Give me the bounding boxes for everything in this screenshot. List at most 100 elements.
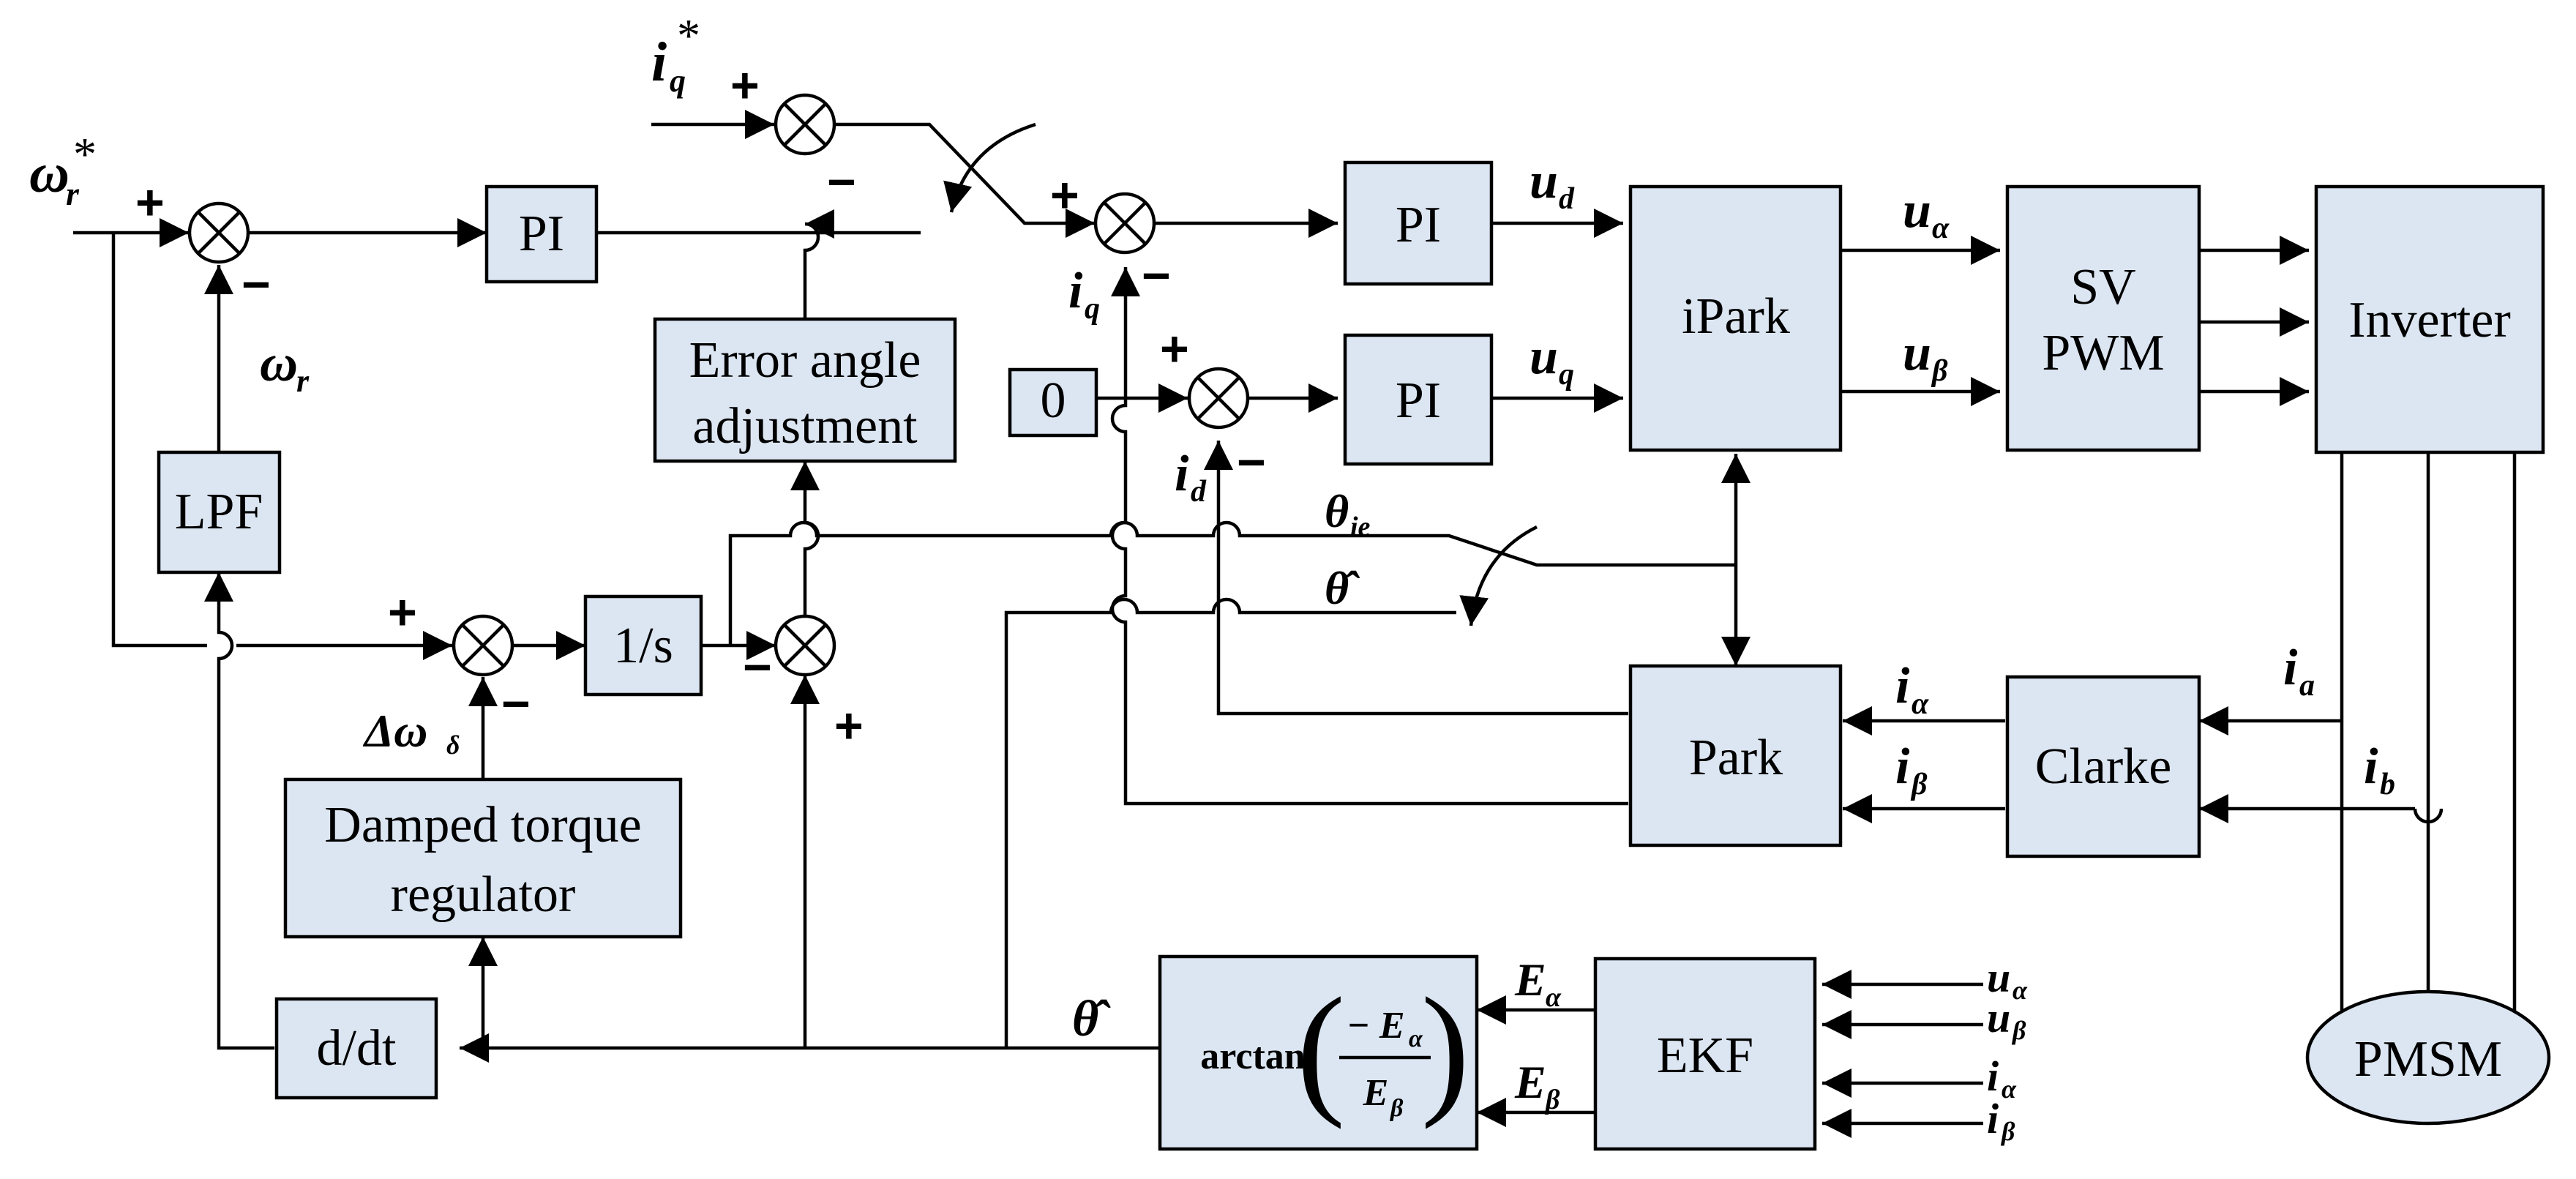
svg-text:α: α bbox=[1932, 212, 1950, 245]
svg-text:PI: PI bbox=[1396, 373, 1441, 429]
svg-text:+: + bbox=[730, 58, 760, 113]
svg-text:β: β bbox=[2000, 1117, 2015, 1146]
svg-text:b: b bbox=[2380, 768, 2395, 801]
svg-text:ie: ie bbox=[1350, 512, 1371, 542]
pi-speed-block: PI bbox=[484, 184, 599, 284]
q-current-sum-junction bbox=[1189, 369, 1248, 427]
svg-text:ω: ω bbox=[260, 334, 298, 392]
svg-text:u: u bbox=[1903, 325, 1931, 381]
label-ibeta: i β bbox=[1895, 738, 1928, 801]
label-iq: i q bbox=[1068, 263, 1100, 326]
svg-text:E: E bbox=[1514, 954, 1546, 1006]
d-current-sum-junction bbox=[1096, 194, 1154, 252]
svg-text:i: i bbox=[1895, 658, 1910, 714]
svg-text:i: i bbox=[1175, 446, 1189, 502]
ipark-block: iPark bbox=[1628, 184, 1843, 452]
svg-text:+: + bbox=[135, 175, 165, 231]
svg-text:a: a bbox=[2299, 669, 2315, 703]
pi-q-block: PI bbox=[1343, 333, 1494, 466]
svg-text:d: d bbox=[1191, 475, 1207, 509]
svg-text:i: i bbox=[1987, 1095, 1999, 1142]
label-ud: u d bbox=[1530, 153, 1575, 216]
signal-wires bbox=[73, 110, 2517, 1138]
svg-text:PWM: PWM bbox=[2042, 325, 2164, 381]
svg-text:u: u bbox=[1903, 182, 1931, 239]
svg-text:Clarke: Clarke bbox=[2035, 738, 2172, 795]
label-ekf-in-ubeta: u β bbox=[1987, 994, 2026, 1045]
label-uq: u q bbox=[1530, 329, 1574, 392]
svg-text:Error angle: Error angle bbox=[689, 332, 921, 389]
label-iq-ref: i q * bbox=[651, 10, 700, 99]
svg-text:LPF: LPF bbox=[175, 484, 263, 540]
svg-text:+: + bbox=[1160, 321, 1189, 377]
svg-text:+: + bbox=[388, 585, 417, 640]
label-ualpha: u α bbox=[1903, 182, 1950, 245]
svg-text:q: q bbox=[670, 63, 686, 99]
svg-text:−: − bbox=[827, 154, 856, 210]
svg-text:Park: Park bbox=[1689, 730, 1783, 786]
svg-text:−: − bbox=[1237, 435, 1266, 490]
svg-text:SV: SV bbox=[2070, 259, 2135, 315]
label-wr-ref: ω r * bbox=[29, 128, 97, 212]
svg-text:EKF: EKF bbox=[1657, 1028, 1753, 1084]
label-id: i d bbox=[1175, 446, 1207, 509]
svg-text:q: q bbox=[1559, 358, 1574, 392]
label-ubeta: u β bbox=[1903, 325, 1948, 388]
svg-text:u: u bbox=[1530, 329, 1558, 385]
label-ialpha: i α bbox=[1895, 658, 1929, 721]
iq-ref-sum-junction bbox=[776, 95, 834, 154]
svg-text:): ) bbox=[1421, 968, 1470, 1130]
svpwm-block: SV PWM bbox=[2005, 184, 2201, 452]
svg-text:+: + bbox=[1050, 168, 1079, 223]
inverter-block: Inverter bbox=[2314, 184, 2545, 454]
svg-text:α: α bbox=[1409, 1025, 1423, 1052]
label-ekf-in-ualpha: u α bbox=[1987, 954, 2028, 1005]
svg-text:u: u bbox=[1530, 153, 1558, 209]
svg-text:(: ( bbox=[1297, 968, 1346, 1130]
svg-text:i: i bbox=[651, 31, 667, 93]
zero-reference-block: 0 bbox=[1008, 367, 1098, 438]
svg-text:θ: θ bbox=[1325, 485, 1349, 537]
svg-text:ω: ω bbox=[29, 143, 70, 204]
svg-text:q: q bbox=[1085, 292, 1100, 326]
sum-signs: + − + − + − + − + − − + bbox=[135, 58, 1266, 754]
svg-text:1/s: 1/s bbox=[613, 618, 673, 674]
svg-text:r: r bbox=[66, 175, 80, 212]
svg-text:β: β bbox=[1931, 354, 1948, 388]
svg-text:− E: − E bbox=[1347, 1005, 1404, 1047]
svg-text:PI: PI bbox=[1396, 197, 1441, 253]
svg-text:i: i bbox=[2283, 640, 2298, 696]
svg-text:−: − bbox=[242, 257, 271, 312]
svg-text:δ: δ bbox=[446, 730, 460, 760]
label-theta-hat-bottom: θ̂ bbox=[1072, 991, 1111, 1047]
signal-labels: ω r * ω r i q * i q i d u d u q u bbox=[29, 10, 2395, 1146]
clarke-block: Clarke bbox=[2005, 675, 2201, 858]
svg-text:u: u bbox=[1987, 954, 2010, 1001]
label-ealpha: E α bbox=[1514, 954, 1562, 1013]
svg-text:Damped torque: Damped torque bbox=[324, 797, 641, 853]
svg-text:iPark: iPark bbox=[1682, 288, 1790, 345]
label-ekf-in-ibeta: i β bbox=[1987, 1095, 2015, 1146]
svg-text:0: 0 bbox=[1041, 373, 1066, 429]
damping-sum-junction bbox=[454, 616, 512, 675]
label-ib: i b bbox=[2364, 738, 2395, 801]
svg-text:E: E bbox=[1363, 1072, 1389, 1114]
svg-text:d/dt: d/dt bbox=[317, 1020, 397, 1077]
svg-text:+: + bbox=[834, 698, 864, 754]
label-theta-hat: θ̂ bbox=[1325, 562, 1360, 614]
svg-text:E: E bbox=[1514, 1056, 1546, 1108]
svg-text:α: α bbox=[1546, 982, 1562, 1013]
svg-text:i: i bbox=[1895, 738, 1910, 795]
angle-sum-junction bbox=[776, 616, 834, 675]
svg-text:θ̂: θ̂ bbox=[1325, 562, 1360, 614]
label-ekf-in-ialpha: i α bbox=[1987, 1052, 2017, 1104]
pi-d-block: PI bbox=[1343, 160, 1494, 286]
svg-text:*: * bbox=[73, 128, 97, 180]
svg-text:β: β bbox=[1544, 1085, 1560, 1115]
svg-text:adjustment: adjustment bbox=[692, 398, 918, 454]
svg-text:PI: PI bbox=[519, 206, 564, 262]
label-delta-omega: Δω δ bbox=[362, 705, 460, 760]
arctan-block: arctan ( ) − E α E β bbox=[1158, 954, 1479, 1151]
derivative-block: d/dt bbox=[274, 997, 438, 1100]
